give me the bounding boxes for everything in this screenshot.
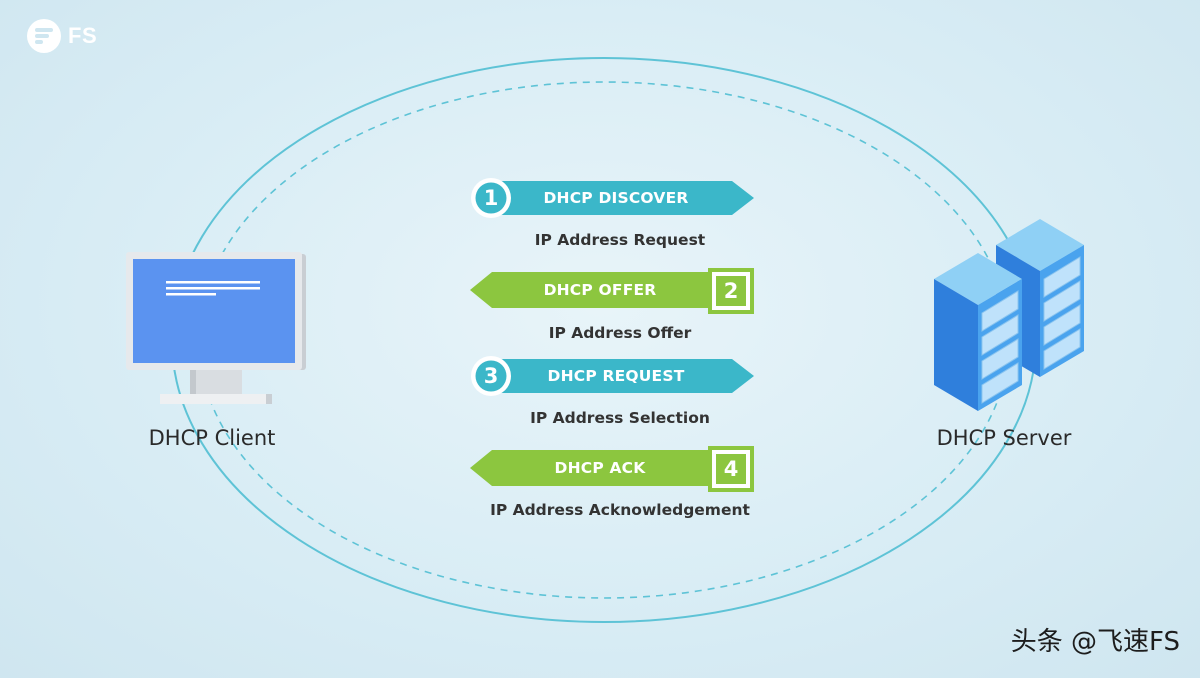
step-3-label: DHCP REQUEST [547,367,685,385]
server-label: DHCP Server [936,426,1072,450]
step-1-label: DHCP DISCOVER [543,189,689,207]
right-arrow-banner-icon [471,178,754,218]
step-4-ack: 4 DHCP ACK [470,446,760,492]
client-label: DHCP Client [148,426,276,450]
step-3-request: 3 DHCP REQUEST [470,355,760,397]
step-2-label: DHCP OFFER [543,281,657,299]
watermark-text: 头条 @飞速FS [1010,627,1180,657]
step-4-number: 4 [723,457,739,481]
step-3-number: 3 [483,364,499,388]
step-2-caption: IP Address Offer [548,324,692,342]
step-1-number: 1 [483,186,499,210]
left-arrow-banner-icon [470,268,754,314]
step-4-caption: IP Address Acknowledgement [490,501,750,519]
step-2-offer: 2 DHCP OFFER [470,268,760,314]
brand-logo: FS [26,18,97,54]
brand-logo-text: FS [68,23,98,48]
server-rack-icon [934,219,1084,411]
step-2-number: 2 [723,279,739,303]
right-arrow-banner-icon [471,356,754,396]
left-arrow-banner-icon [470,446,754,492]
step-1-caption: IP Address Request [534,231,706,249]
step-1-discover: 1 DHCP DISCOVER [470,177,760,219]
step-4-label: DHCP ACK [554,459,646,477]
step-3-caption: IP Address Selection [530,409,710,427]
computer-monitor-icon [126,252,306,404]
fs-logo-icon [27,19,61,53]
